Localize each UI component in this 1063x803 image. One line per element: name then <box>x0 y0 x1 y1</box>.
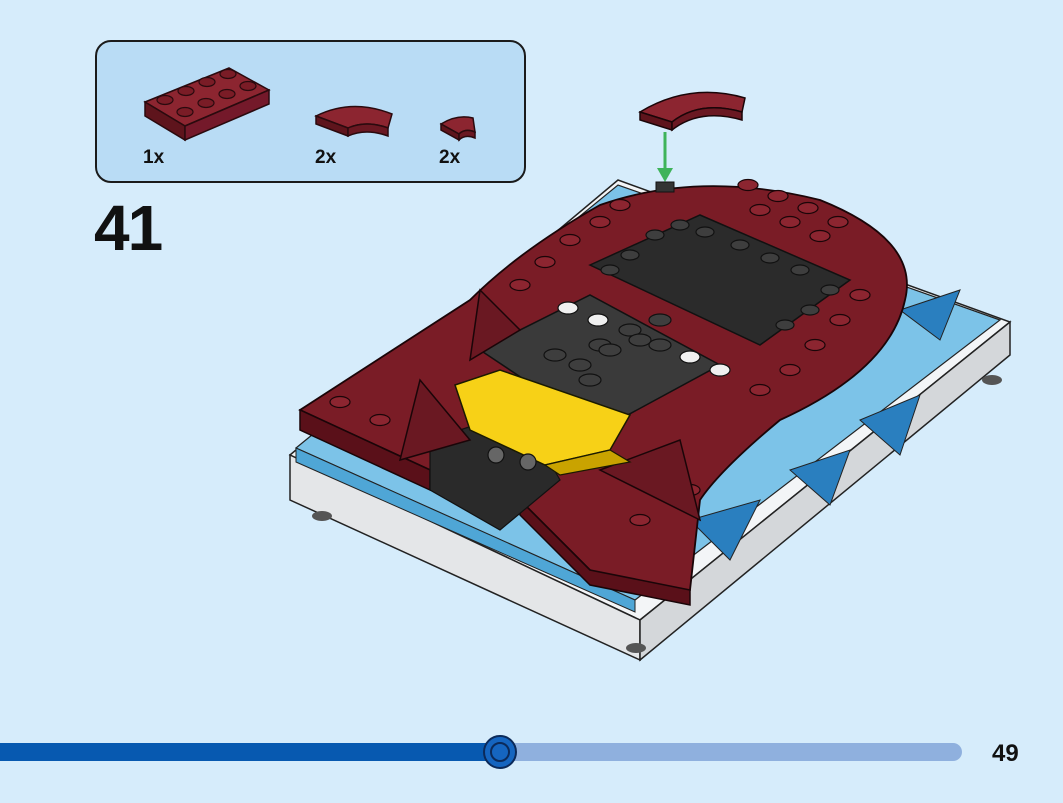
small-curved-tile-dark-red-icon <box>439 116 476 142</box>
part-quantity: 2x <box>439 147 461 168</box>
step-number: 41 <box>94 192 163 264</box>
part-quantity: 2x <box>315 147 337 168</box>
progress-indicator <box>483 735 517 769</box>
part-quantity: 1x <box>143 147 165 168</box>
parts-callout: 1x 2x 2x <box>95 40 526 183</box>
page-number: 49 <box>992 740 1019 767</box>
curved-tile-dark-red-icon <box>314 105 393 138</box>
plate-2x4-dark-red-icon <box>143 67 271 142</box>
model-illustration <box>288 91 1012 662</box>
progress-fill <box>0 743 500 761</box>
